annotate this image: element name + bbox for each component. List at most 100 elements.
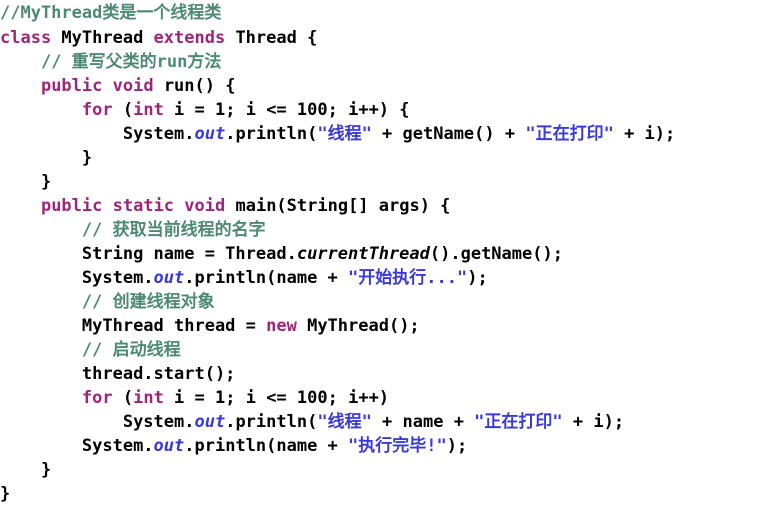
- code-token-keyword: int: [133, 100, 164, 120]
- code-token-plain: + i);: [562, 412, 625, 432]
- code-token-plain: System.: [122, 124, 195, 144]
- code-token-plain: );: [467, 268, 488, 288]
- code-token-string: "线程": [317, 124, 372, 144]
- code-token-keyword: extends: [153, 28, 226, 48]
- code-token-plain: }: [40, 172, 52, 192]
- code-token-plain: + i);: [613, 124, 676, 144]
- code-token-ws: [0, 364, 82, 384]
- code-token-plain: MyThread();: [296, 316, 420, 336]
- code-token-ws: [0, 268, 82, 288]
- code-line: String name = Thread.currentThread().get…: [0, 242, 763, 266]
- code-token-plain: System.: [81, 436, 154, 456]
- code-token-ws: [0, 340, 82, 360]
- code-token-plain: 100: [296, 388, 328, 408]
- code-token-comment: //MyThread类是一个线程类: [0, 3, 222, 23]
- code-token-plain: thread.start();: [81, 364, 236, 384]
- code-token-ws: [0, 388, 82, 408]
- code-token-plain: 1: [215, 388, 226, 408]
- code-token-ws: [0, 172, 41, 192]
- code-line: System.out.println("线程" + name + "正在打印" …: [0, 410, 763, 434]
- code-token-plain: run() {: [153, 76, 236, 96]
- code-token-plain: (: [112, 100, 134, 120]
- code-line: public static void main(String[] args) {: [0, 194, 763, 218]
- code-token-plain: .println(name +: [184, 436, 349, 456]
- code-token-comment: // 重写父类的run方法: [40, 52, 222, 72]
- code-token-plain: Thread {: [225, 28, 318, 48]
- code-token-plain: ; i <=: [225, 100, 297, 120]
- code-line: // 获取当前线程的名字: [0, 218, 763, 242]
- code-line: class MyThread extends Thread {: [0, 26, 763, 50]
- code-line: MyThread thread = new MyThread();: [0, 314, 763, 338]
- code-line: System.out.println("线程" + getName() + "正…: [0, 122, 763, 146]
- code-token-keyword: int: [133, 388, 164, 408]
- code-line: public void run() {: [0, 74, 763, 98]
- code-line: // 创建线程对象: [0, 290, 763, 314]
- code-token-plain: MyThread: [51, 28, 154, 48]
- code-token-plain: + name +: [371, 412, 475, 432]
- code-token-plain: );: [446, 436, 468, 456]
- code-token-plain: [174, 196, 184, 216]
- code-line: System.out.println(name + "开始执行...");: [0, 266, 763, 290]
- code-token-plain: .println(name +: [184, 268, 349, 288]
- code-line: }: [0, 170, 763, 194]
- code-token-keyword: void: [184, 196, 226, 216]
- code-token-keyword: public: [40, 196, 103, 216]
- code-token-comment: // 获取当前线程的名字: [81, 220, 266, 240]
- code-token-plain: ; i++): [327, 388, 390, 408]
- code-token-string: "执行完毕!": [348, 436, 447, 456]
- code-token-plain: MyThread thread =: [81, 316, 267, 336]
- code-token-ws: [0, 412, 123, 432]
- code-token-plain: .println(: [225, 124, 318, 144]
- code-line: }: [0, 458, 763, 482]
- code-line: System.out.println(name + "执行完毕!");: [0, 434, 763, 458]
- code-token-ws: [0, 244, 82, 264]
- code-line: for (int i = 1; i <= 100; i++): [0, 386, 763, 410]
- code-line: }: [0, 146, 763, 170]
- code-token-plain: i =: [163, 388, 215, 408]
- code-token-ws: [0, 196, 41, 216]
- code-token-plain: 100: [296, 100, 328, 120]
- code-token-ws: [0, 100, 82, 120]
- code-line: // 重写父类的run方法: [0, 50, 763, 74]
- code-token-ws: [0, 316, 82, 336]
- code-token-string: "正在打印": [474, 412, 563, 432]
- code-token-ws: [0, 52, 41, 72]
- code-token-ws: [0, 220, 82, 240]
- code-token-plain: }: [0, 484, 11, 504]
- code-token-string: "正在打印": [525, 124, 614, 144]
- code-token-ws: [0, 124, 123, 144]
- code-token-string: "开始执行...": [348, 268, 468, 288]
- code-token-plain: + getName() +: [371, 124, 526, 144]
- code-token-plain: System.: [122, 412, 195, 432]
- code-line: thread.start();: [0, 362, 763, 386]
- code-token-method: currentThread: [296, 244, 430, 264]
- code-line: }: [0, 482, 763, 506]
- code-token-ws: [0, 292, 82, 312]
- code-token-plain: ; i++) {: [327, 100, 410, 120]
- code-token-plain: ; i <=: [225, 388, 297, 408]
- code-token-plain: System.: [81, 268, 154, 288]
- code-token-field: out: [194, 412, 226, 432]
- code-line: for (int i = 1; i <= 100; i++) {: [0, 98, 763, 122]
- code-token-plain: main(String[] args) {: [225, 196, 451, 216]
- code-token-plain: (: [112, 388, 134, 408]
- code-token-ws: [0, 76, 41, 96]
- code-token-ws: [0, 460, 41, 480]
- code-token-ws: [0, 436, 82, 456]
- code-token-field: out: [153, 268, 185, 288]
- code-token-plain: [102, 196, 112, 216]
- code-token-plain: i =: [163, 100, 215, 120]
- code-line: // 启动线程: [0, 338, 763, 362]
- code-token-plain: }: [81, 148, 93, 168]
- code-token-plain: }: [40, 460, 52, 480]
- code-token-plain: [102, 76, 112, 96]
- code-token-ws: [0, 148, 82, 168]
- code-token-keyword: static: [112, 196, 175, 216]
- code-token-keyword: public: [40, 76, 103, 96]
- code-token-comment: // 启动线程: [81, 340, 181, 360]
- code-token-keyword: class: [0, 28, 52, 48]
- code-token-keyword: for: [81, 388, 113, 408]
- code-token-keyword: new: [266, 316, 297, 336]
- code-line: //MyThread类是一个线程类: [0, 0, 763, 26]
